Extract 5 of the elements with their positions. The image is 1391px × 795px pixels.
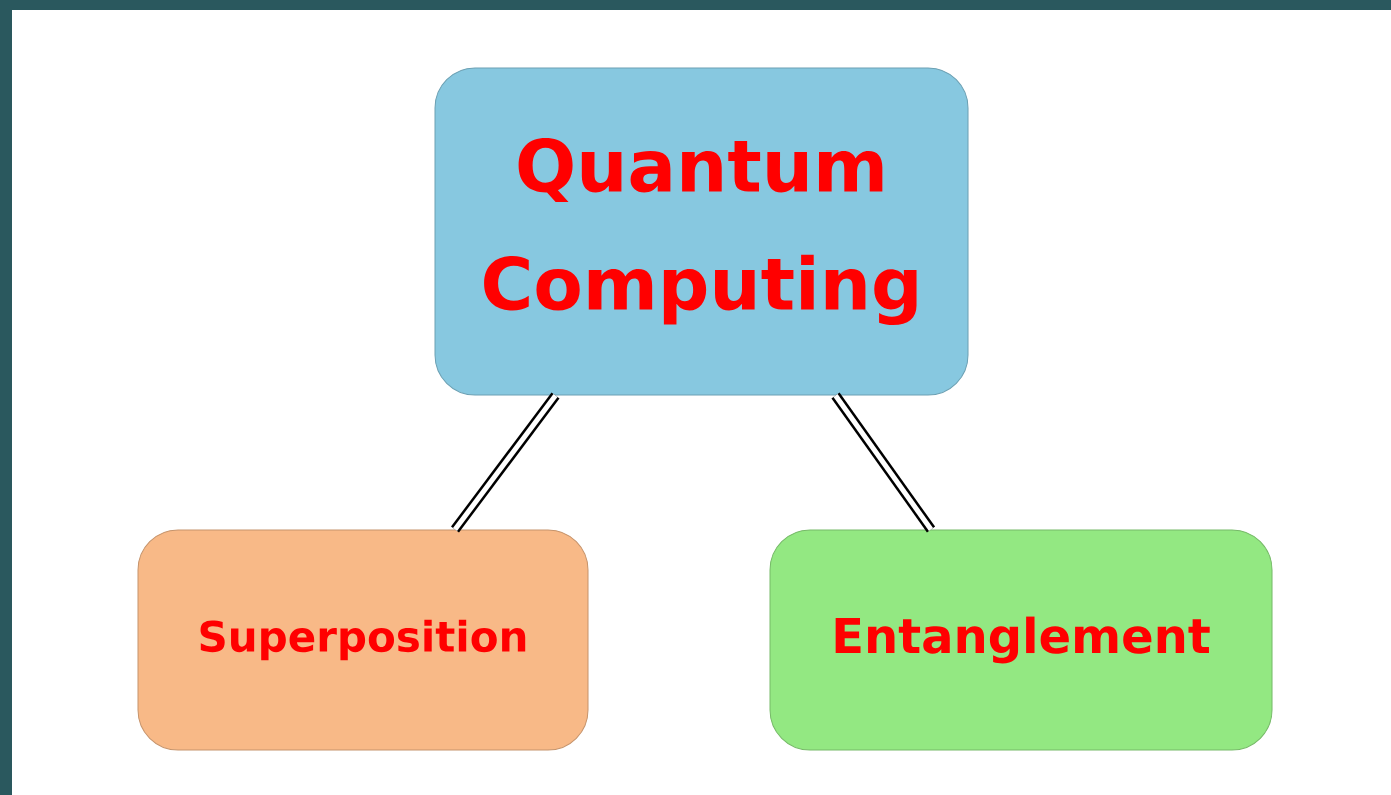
rounded-box: Quantum Computing xyxy=(434,67,969,396)
rounded-box: Entanglement xyxy=(769,529,1273,751)
rounded-box: Superposition xyxy=(137,529,589,751)
double-line xyxy=(831,392,936,533)
double-line xyxy=(451,392,560,533)
